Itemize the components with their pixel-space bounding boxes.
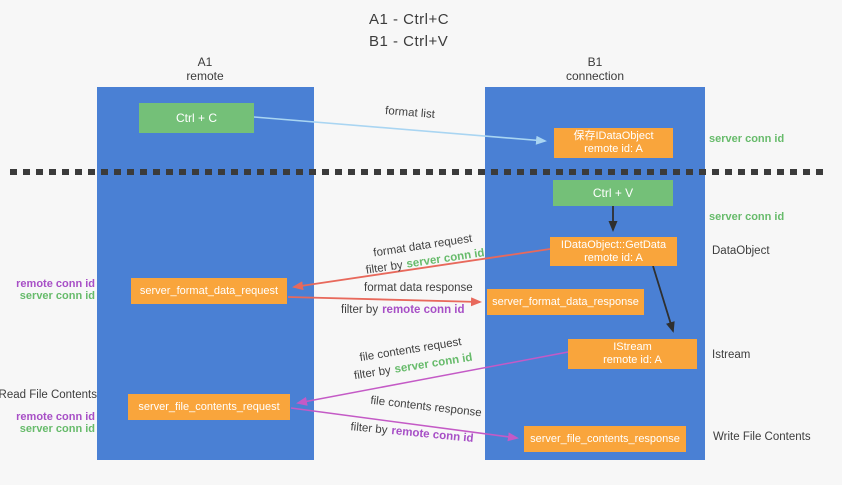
label-read-file-contents: Read File Contents bbox=[0, 389, 97, 401]
lane-a1-name: A1 bbox=[197, 55, 213, 69]
label-remote-conn-id-left-bottom: remote conn id bbox=[16, 411, 95, 423]
filter-by-text: filter by bbox=[365, 259, 404, 277]
lane-a1-header: A1 remote bbox=[135, 55, 275, 83]
label-server-conn-id-right-top: server conn id bbox=[709, 133, 785, 145]
node-server-file-contents-response: server_file_contents_response bbox=[524, 426, 686, 452]
node-server-format-data-response: server_format_data_response bbox=[487, 289, 644, 315]
lane-a1-role: remote bbox=[186, 69, 224, 83]
lane-b1-name: B1 bbox=[587, 55, 603, 69]
node-getdata-line1: IDataObject::GetData bbox=[560, 238, 667, 251]
edge-label-format-list: format list bbox=[384, 105, 436, 121]
label-server-conn-id-left-top: server conn id bbox=[19, 289, 95, 302]
node-server-format-data-request: server_format_data_request bbox=[131, 278, 287, 304]
edge-label-file-contents-response: file contents response bbox=[369, 394, 483, 420]
node-ctrl-v-label: Ctrl + V bbox=[592, 185, 634, 200]
label-server-conn-id-left-bottom: server conn id bbox=[19, 422, 95, 435]
arrow-format-data-response bbox=[287, 296, 482, 307]
node-idataobject-getdata: IDataObject::GetData remote id: A bbox=[550, 237, 677, 266]
lane-b1-role: connection bbox=[565, 69, 625, 83]
node-file-response-label: server_file_contents_response bbox=[530, 432, 680, 445]
node-format-request-label: server_format_data_request bbox=[139, 284, 279, 297]
title-line-1: A1 - Ctrl+C bbox=[369, 11, 450, 28]
label-conn-ids-left-top: remote conn id server conn id bbox=[16, 278, 95, 302]
node-save-idataobject-line2: remote id: A bbox=[584, 143, 643, 155]
label-dataobject: DataObject bbox=[712, 245, 770, 257]
node-istream-line1: IStream bbox=[613, 341, 652, 353]
label-server-conn-id-right-mid: server conn id bbox=[709, 211, 785, 223]
title-line-2: B1 - Ctrl+V bbox=[369, 33, 449, 50]
node-save-idataobject: 保存IDataObject remote id: A bbox=[554, 128, 673, 158]
lane-b1-header: B1 connection bbox=[525, 55, 665, 83]
node-istream: IStream remote id: A bbox=[568, 339, 697, 369]
remote-conn-id-text: remote conn id bbox=[390, 425, 475, 445]
label-remote-conn-id-left-top: remote conn id bbox=[16, 278, 95, 290]
node-save-idataobject-line1: 保存IDataObject bbox=[573, 130, 654, 142]
diagram-title: A1 - Ctrl+C B1 - Ctrl+V bbox=[369, 9, 449, 53]
label-conn-ids-left-bottom: remote conn id server conn id bbox=[16, 411, 95, 435]
label-write-file-contents: Write File Contents bbox=[713, 431, 811, 443]
edge-label-format-data-response: format data response bbox=[364, 282, 473, 294]
node-ctrl-v: Ctrl + V bbox=[553, 180, 673, 206]
filter-by-text: filter by bbox=[349, 421, 389, 437]
node-istream-line2: remote id: A bbox=[603, 354, 662, 366]
node-ctrl-c-label: Ctrl + C bbox=[175, 110, 217, 125]
node-ctrl-c: Ctrl + C bbox=[139, 103, 254, 133]
remote-conn-id-text: remote conn id bbox=[382, 304, 465, 316]
session-divider-dotted-line bbox=[10, 169, 824, 175]
node-format-response-label: server_format_data_response bbox=[492, 295, 639, 308]
filter-by-text: filter by bbox=[353, 364, 392, 383]
node-getdata-line2: remote id: A bbox=[584, 251, 643, 264]
filter-by-text: filter by bbox=[341, 304, 379, 316]
node-server-file-contents-request: server_file_contents_request bbox=[128, 394, 290, 420]
node-file-request-label: server_file_contents_request bbox=[138, 400, 280, 413]
label-istream: Istream bbox=[712, 349, 751, 361]
